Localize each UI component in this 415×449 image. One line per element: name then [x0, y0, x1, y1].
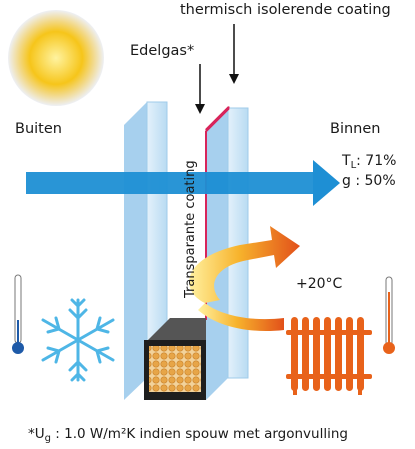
heat-arrow-tail — [198, 303, 284, 332]
footnote-text: : 1.0 W/m²K indien spouw met argonvullin… — [51, 426, 348, 442]
coating-pointer — [229, 24, 239, 84]
tl-symbol: T — [342, 153, 351, 169]
tl-value: : 71% — [356, 153, 397, 169]
spacer-bar — [144, 318, 206, 400]
transparent-coating-label: Transparante coating — [183, 160, 198, 298]
snowflake-icon — [41, 298, 115, 382]
thermometer-cold-icon — [12, 274, 24, 354]
footnote: *Ug : 1.0 W/m²K indien spouw met argonvu… — [28, 426, 348, 444]
g-value-label: g : 50% — [342, 173, 396, 189]
coating-label: thermisch isolerende coating — [180, 2, 391, 18]
edelgas-label: Edelgas* — [130, 43, 195, 59]
inside-label: Binnen — [330, 121, 381, 137]
outside-label: Buiten — [15, 121, 62, 137]
light-arrow — [26, 160, 340, 206]
heat-arrow — [189, 226, 300, 303]
light-transmission-label: TL: 71% — [342, 154, 396, 171]
temperature-label: +20°C — [296, 276, 343, 292]
footnote-prefix: *U — [28, 426, 45, 442]
sun-icon — [8, 10, 104, 106]
edelgas-pointer — [195, 64, 205, 114]
footnote-subscript: g — [44, 433, 51, 444]
tl-subscript: L — [350, 160, 357, 171]
thermometer-warm-icon — [383, 276, 395, 354]
radiator-icon — [286, 317, 372, 395]
coating-line-top — [205, 106, 230, 131]
